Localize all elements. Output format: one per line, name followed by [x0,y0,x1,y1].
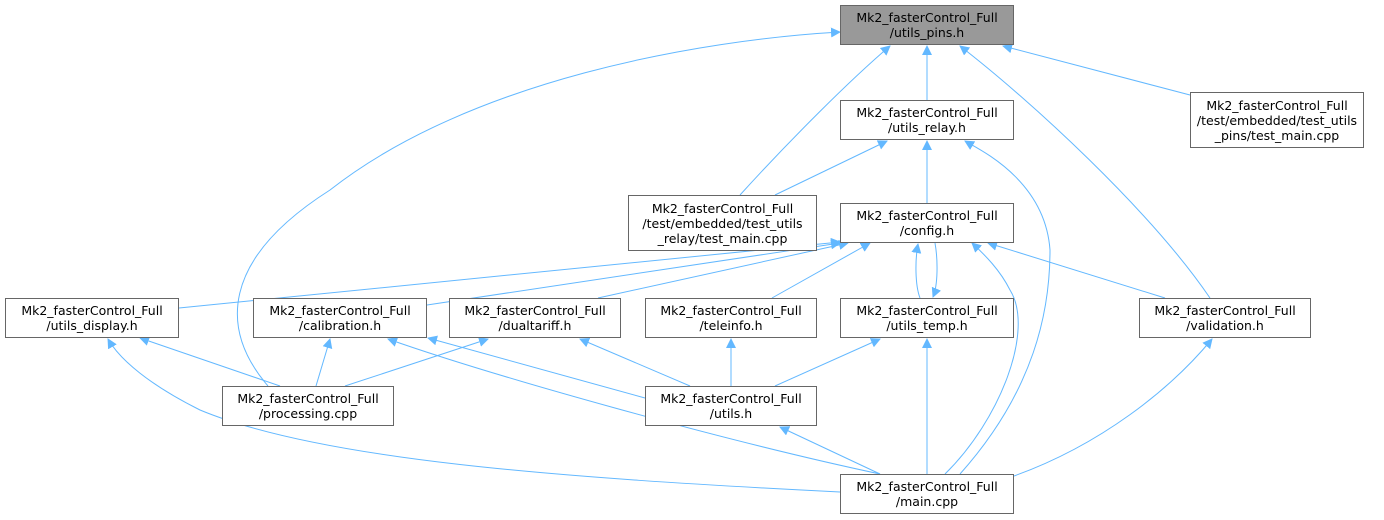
node-label-line2: /utils.h [709,406,753,421]
node-label-line1: Mk2_fasterControl_Full [1206,97,1348,113]
edge-validation-to-utils_pins [959,45,1211,299]
edge-main-to-utils_display [107,338,841,493]
node-label-line1: Mk2_fasterControl_Full [856,105,998,120]
node-utils-relay[interactable]: Mk2_fasterControl_Full /utils_relay.h [840,100,1014,140]
edge-utils_display-to-config [178,237,841,309]
node-label-line1: Mk2_fasterControl_Full [1154,303,1296,318]
node-label-line1: Mk2_fasterControl_Full [651,200,794,216]
node-label-line1: Mk2_fasterControl_Full [269,303,411,318]
edge-processing-to-dualtariff [344,337,489,387]
node-test-utils-pins-main[interactable]: Mk2_fasterControl_Full /test/embedded/te… [1190,92,1364,148]
node-label-line1: Mk2_fasterControl_Full [856,479,998,494]
node-label-line2: /utils_pins.h [889,25,965,40]
node-label-line2: /main.cpp [895,494,959,509]
edge-main-to-utils_relay [959,140,1051,475]
edge-dualtariff-to-config [597,240,849,299]
edge-validation-to-config [987,240,1166,299]
node-test-utils-relay-main[interactable]: Mk2_fasterControl_Full /test/embedded/te… [628,195,817,251]
edge-teleinfo-to-config [771,242,871,299]
node-label-line1: Mk2_fasterControl_Full [660,303,802,318]
node-label-line2: /config.h [899,223,955,238]
node-calibration[interactable]: Mk2_fasterControl_Full /calibration.h [253,298,427,338]
node-label-line2: /test/embedded/test_utils [1196,112,1358,128]
node-label-line2: /test/embedded/test_utils [642,215,803,231]
edge-main-to-utils [779,426,881,475]
node-processing[interactable]: Mk2_fasterControl_Full /processing.cpp [222,386,394,426]
node-label-line2: /teleinfo.h [699,318,763,333]
edge-calibration-to-config [426,239,841,306]
node-label-line1: Mk2_fasterControl_Full [464,303,606,318]
edge-test_pins-to-utils_pins [1002,43,1191,96]
node-label-line2: /calibration.h [298,318,382,333]
node-label-line2: /utils_display.h [46,318,138,333]
edge-processing-to-utils_pins [236,27,841,387]
edge-main-to-validation [1013,338,1213,477]
node-label-line1: Mk2_fasterControl_Full [856,208,998,223]
edge-main-to-config [944,242,1019,475]
edge-utils-to-utils_temp [774,338,881,387]
node-label-line1: Mk2_fasterControl_Full [660,391,802,406]
node-label-line1: Mk2_fasterControl_Full [856,10,998,25]
edge-utils-to-dualtariff [579,337,691,387]
edge-test_relay-to-utils_pins [739,45,891,196]
node-utils-temp[interactable]: Mk2_fasterControl_Full /utils_temp.h [840,298,1014,338]
edge-utils-to-calibration [427,335,646,399]
edge-processing-to-utils_display [139,336,281,387]
node-label-line3: _pins/test_main.cpp [1214,127,1340,143]
node-label-line2: /processing.cpp [258,406,358,421]
node-validation[interactable]: Mk2_fasterControl_Full /validation.h [1139,298,1311,338]
node-label-line1: Mk2_fasterControl_Full [21,303,163,318]
node-utils-display[interactable]: Mk2_fasterControl_Full /utils_display.h [5,298,179,338]
node-utils[interactable]: Mk2_fasterControl_Full /utils.h [645,386,817,426]
node-utils-pins: Mk2_fasterControl_Full /utils_pins.h [840,5,1014,45]
node-label-line2: /utils_relay.h [888,120,966,135]
node-label-line2: /utils_temp.h [886,318,968,333]
node-label-line1: Mk2_fasterControl_Full [237,391,379,406]
edge-utils_temp-to-config [911,243,922,299]
node-label-line1: Mk2_fasterControl_Full [856,303,998,318]
edge-test_relay-to-utils_relay [774,140,888,196]
node-label-line3: _relay/test_main.cpp [657,230,788,246]
edge-config-to-utils_temp [931,242,942,298]
node-teleinfo[interactable]: Mk2_fasterControl_Full /teleinfo.h [645,298,817,338]
node-dualtariff[interactable]: Mk2_fasterControl_Full /dualtariff.h [449,298,621,338]
node-label-line2: /validation.h [1186,318,1264,333]
edges-layer [107,27,1213,493]
edge-processing-to-calibration [315,338,333,387]
node-label-line2: /dualtariff.h [498,318,572,333]
node-main[interactable]: Mk2_fasterControl_Full /main.cpp [840,474,1014,514]
node-config[interactable]: Mk2_fasterControl_Full /config.h [840,203,1014,243]
